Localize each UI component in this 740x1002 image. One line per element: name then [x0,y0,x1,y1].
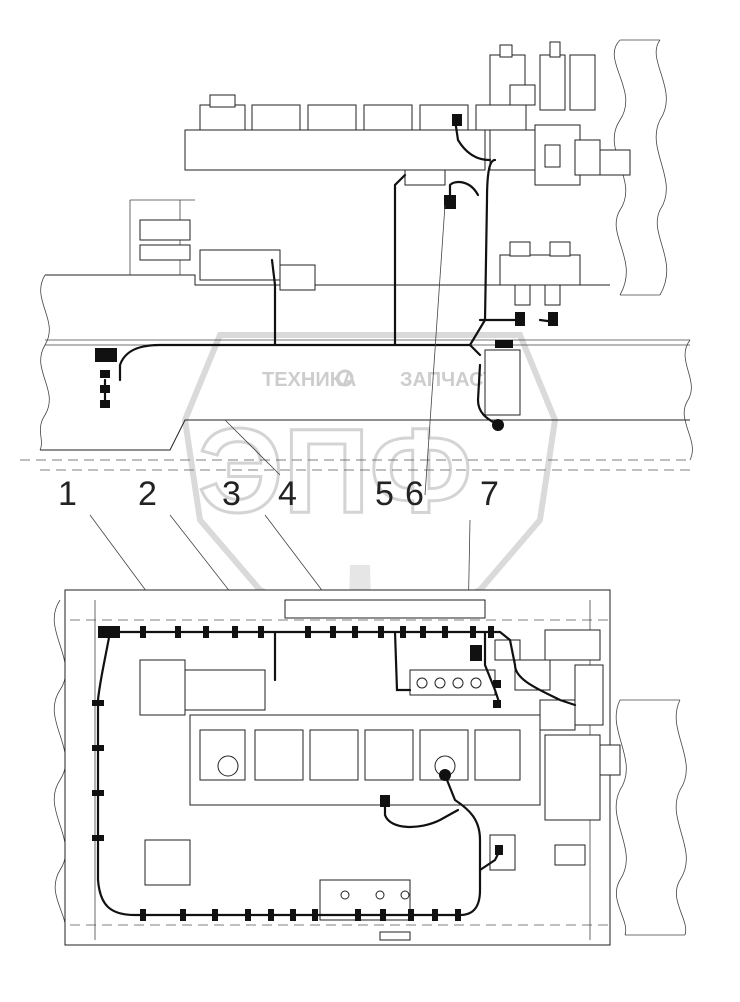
harness-clips [92,626,503,921]
callout-label-6: 6 [405,475,424,513]
callout-label-3: 3 [222,475,241,513]
callout-label-2: 2 [138,475,157,513]
callout-label-5: 5 [375,475,394,513]
watermark-left-text: ТЕХНИКА [262,369,356,391]
callout-label-7: 7 [480,475,499,513]
gear-icon [336,369,354,387]
harness-wire-bottom-loop [96,630,577,917]
break-line-top-left [39,274,50,451]
break-line-bottom-left [53,599,67,936]
callout-label-1: 1 [58,475,77,513]
watermark-logo-text: ЭПФ [198,404,472,538]
bottom-view [53,589,687,946]
callout-label-4: 4 [278,475,297,513]
connector-top-1 [95,348,117,362]
engine-block-top [184,129,486,171]
watermark-right-text: ЗАПЧАСТИ [400,369,510,391]
top-view [20,39,693,471]
break-line-top-right [683,339,693,461]
harness-wire-top-main [118,343,482,382]
